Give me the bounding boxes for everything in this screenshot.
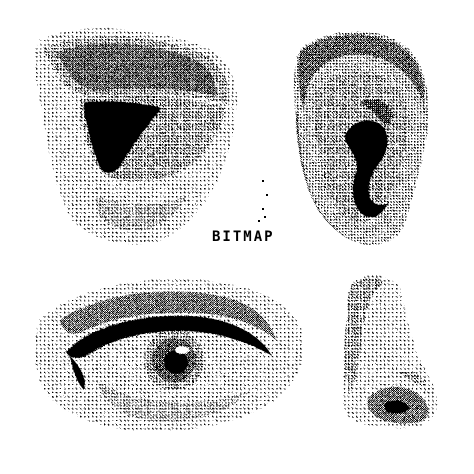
ear-halftone-icon bbox=[294, 31, 429, 246]
bitmap-wordmark: BITMAP bbox=[212, 229, 275, 245]
nose-halftone-icon bbox=[342, 275, 437, 429]
stray-dots bbox=[258, 180, 268, 222]
eye-halftone-icon bbox=[35, 279, 304, 432]
mouth-halftone-icon bbox=[34, 28, 237, 245]
